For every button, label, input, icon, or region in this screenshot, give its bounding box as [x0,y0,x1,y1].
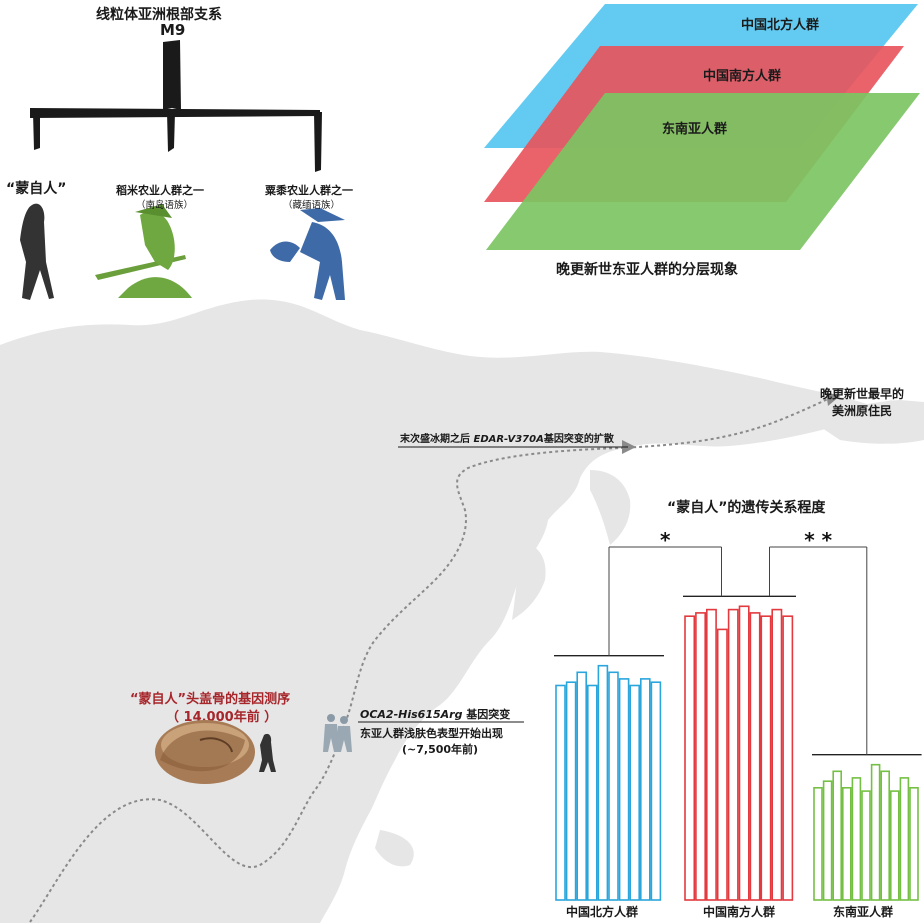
mengzi-figure-icon [20,203,54,300]
bar-0-8 [639,678,651,901]
bar-2-0 [813,786,823,901]
bar-1-9 [782,615,794,901]
oca2-line3: (~7,500年前) [402,743,479,756]
leaf-sub-millet: （藏缅语族） [283,200,341,211]
bar-1-8 [771,608,783,901]
bar-0-1 [565,681,577,901]
bar-0-9 [650,681,662,901]
bar-1-0 [684,615,696,901]
bar-0-0 [555,684,566,901]
oca2-gene: OCA2-His615Arg [360,708,463,721]
layer-label-north: 中国北方人群 [741,18,820,33]
americas-label-line2: 美洲原住民 [832,404,893,418]
bar-1-1 [695,612,707,901]
group-label-southeast: 东南亚人群 [833,905,894,919]
bar-0-3 [586,684,598,901]
bar-2-4 [851,777,862,901]
bar-2-7 [880,770,891,901]
bar-2-3 [841,786,852,901]
bar-2-5 [861,790,871,901]
layer-southeast [486,93,920,250]
bar-0-7 [629,684,641,901]
americas-label-line1: 晚更新世最早的 [820,387,905,401]
group-label-south: 中国南方人群 [703,905,776,919]
bar-1-4 [727,608,739,901]
rice-farmer-icon [95,204,192,298]
bar-0-2 [576,671,588,901]
chart-title: “蒙自人”的遗传关系程度 [667,500,826,516]
leaf-label-rice: 稻米农业人群之一 [116,184,204,197]
skull-title: “蒙自人”头盖骨的基因测序 [130,692,291,707]
layer-label-south: 中国南方人群 [703,69,782,84]
edar-prefix: 末次盛冰期之后 [400,434,474,445]
layers-caption: 晚更新世东亚人群的分层现象 [556,262,738,278]
leaf-sub-rice: （南岛语族） [136,200,194,211]
oca2-suffix: 基因突变 [462,708,511,721]
tree-root-label: M9 [160,21,186,39]
bar-2-10 [909,786,919,901]
edar-label: 末次盛冰期之后 EDAR-V370A基因突变的扩散 [400,430,614,445]
bar-2-8 [889,790,900,901]
bar-0-6 [618,678,630,901]
bar-1-6 [749,612,761,901]
bar-2-6 [870,763,881,901]
layer-label-southeast: 东南亚人群 [662,122,728,137]
leaf-label-mengzi: “蒙自人” [6,181,67,197]
millet-farmer-icon [270,208,345,300]
bar-2-2 [832,770,843,901]
bar-0-4 [597,664,609,901]
leaf-label-millet: 粟黍农业人群之一 [265,184,353,197]
bar-1-7 [760,615,772,901]
tree-title: 线粒体亚洲根部支系 [96,7,222,23]
significance-1: * [660,528,671,552]
small-figure-icon [259,733,276,772]
couple-figure-icon [323,714,352,752]
bar-2-1 [822,780,833,901]
group-label-north: 中国北方人群 [566,905,639,919]
bar-1-2 [705,608,717,901]
oca2-line2: 东亚人群浅肤色表型开始出现 [360,727,503,740]
oca2-label: OCA2-His615Arg 基因突变 [360,706,510,722]
edar-gene: EDAR-V370A [473,434,544,445]
americas-label: 晚更新世最早的 美洲原住民 [820,386,904,420]
bar-0-5 [608,671,619,901]
bar-1-5 [738,605,750,901]
significance-2: * * [804,528,832,552]
bar-2-9 [899,777,910,901]
bar-1-3 [716,628,728,901]
edar-suffix: 基因突变的扩散 [543,434,614,445]
